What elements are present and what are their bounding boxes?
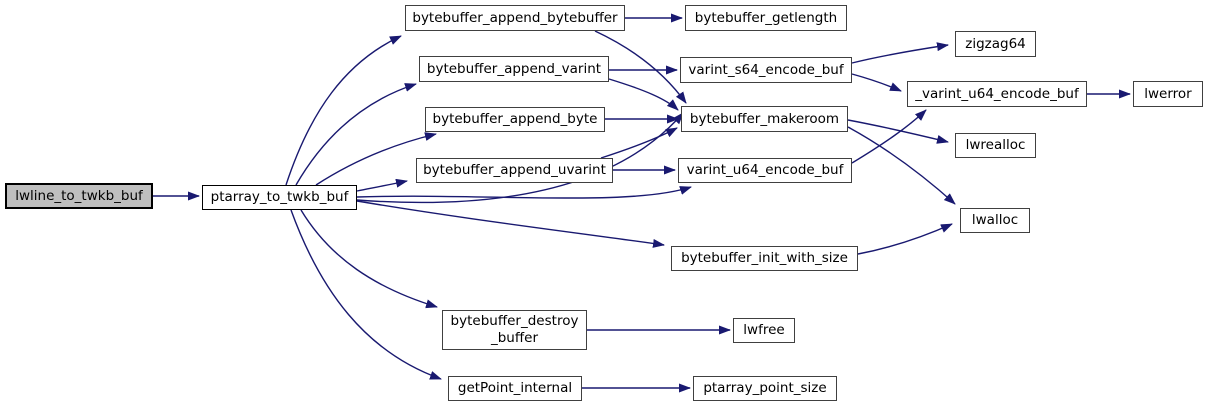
node-getPoint_internal[interactable]: getPoint_internal	[448, 376, 582, 401]
node-lwrealloc[interactable]: lwrealloc	[955, 133, 1036, 158]
node-zigzag64[interactable]: zigzag64	[955, 31, 1036, 57]
node-_varint_u64_encode_buf[interactable]: _varint_u64_encode_buf	[907, 81, 1087, 107]
edge-varint_s64_encode_buf-to-_varint_u64_encode_buf	[851, 73, 902, 92]
node-bytebuffer_append_bytebuffer[interactable]: bytebuffer_append_bytebuffer	[405, 5, 625, 31]
edge-ptarray_to_twkb_buf-to-bytebuffer_append_byte	[315, 132, 437, 186]
node-bytebuffer_makeroom[interactable]: bytebuffer_makeroom	[681, 106, 848, 132]
edge-bytebuffer_append_uvarint-to-bytebuffer_makeroom	[600, 127, 678, 159]
edge-ptarray_to_twkb_buf-to-bytebuffer_init_with_size	[356, 200, 665, 248]
node-bytebuffer_append_uvarint[interactable]: bytebuffer_append_uvarint	[416, 158, 613, 183]
node-bytebuffer_init_with_size[interactable]: bytebuffer_init_with_size	[671, 246, 858, 271]
edge-ptarray_to_twkb_buf-to-bytebuffer_destroy_buffer	[300, 209, 438, 309]
edge-ptarray_to_twkb_buf-to-getPoint_internal	[290, 209, 442, 380]
node-lwline_to_twkb_buf[interactable]: lwline_to_twkb_buf	[5, 183, 153, 209]
node-bytebuffer_destroy_buffer[interactable]: bytebuffer_destroy _buffer	[442, 310, 587, 350]
node-varint_s64_encode_buf[interactable]: varint_s64_encode_buf	[680, 57, 852, 83]
edge-ptarray_to_twkb_buf-to-bytebuffer_append_varint	[295, 83, 417, 186]
edge-varint_u64_encode_buf-to-_varint_u64_encode_buf	[851, 109, 927, 164]
node-ptarray_to_twkb_buf[interactable]: ptarray_to_twkb_buf	[202, 185, 357, 210]
edge-ptarray_to_twkb_buf-to-bytebuffer_append_bytebuffer	[285, 35, 402, 186]
edge-bytebuffer_append_varint-to-bytebuffer_makeroom	[608, 78, 679, 111]
node-bytebuffer_append_varint[interactable]: bytebuffer_append_varint	[419, 56, 609, 82]
edge-bytebuffer_makeroom-to-lwalloc	[847, 126, 956, 205]
edge-varint_s64_encode_buf-to-zigzag64	[851, 42, 949, 64]
node-ptarray_point_size[interactable]: ptarray_point_size	[693, 376, 837, 401]
edge-ptarray_to_twkb_buf-to-bytebuffer_append_uvarint	[356, 178, 408, 192]
node-varint_u64_encode_buf[interactable]: varint_u64_encode_buf	[678, 158, 852, 183]
edge-ptarray_to_twkb_buf-to-varint_u64_encode_buf	[356, 186, 692, 199]
node-lwerror[interactable]: lwerror	[1133, 81, 1203, 107]
node-lwfree[interactable]: lwfree	[733, 318, 795, 343]
edge-bytebuffer_append_bytebuffer-to-bytebuffer_makeroom	[594, 30, 687, 104]
node-bytebuffer_getlength[interactable]: bytebuffer_getlength	[685, 5, 847, 31]
node-lwalloc[interactable]: lwalloc	[960, 208, 1030, 233]
edge-bytebuffer_init_with_size-to-lwalloc	[857, 223, 953, 255]
edge-bytebuffer_makeroom-to-lwrealloc	[847, 119, 949, 144]
node-bytebuffer_append_byte[interactable]: bytebuffer_append_byte	[425, 107, 605, 132]
